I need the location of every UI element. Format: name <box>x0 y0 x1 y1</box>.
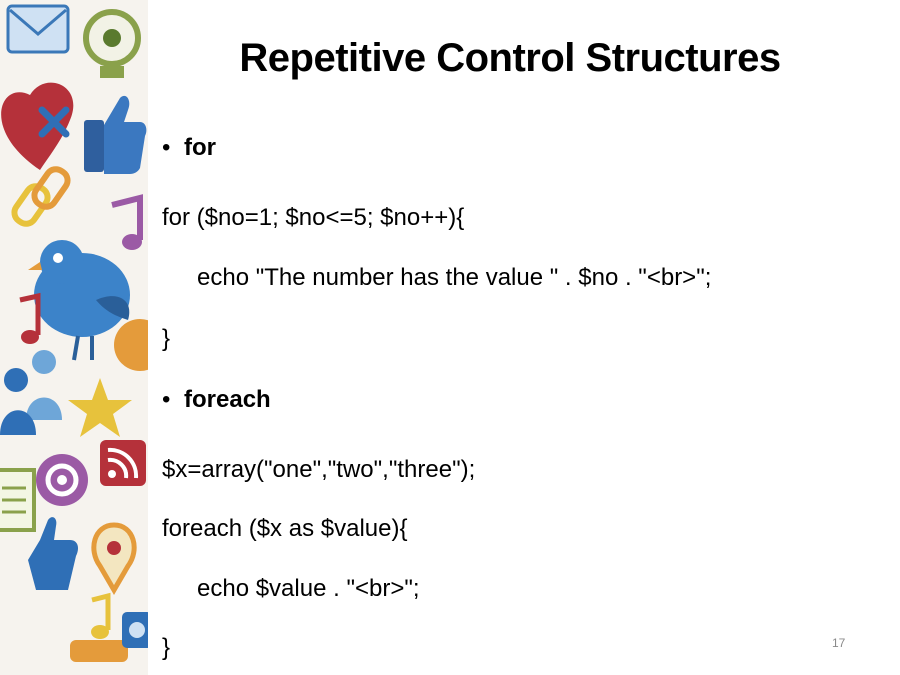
code-line: echo "The number has the value " . $no .… <box>197 264 712 291</box>
code-line: echo $value . "<br>"; <box>197 575 420 602</box>
chain-link-icon <box>11 166 71 227</box>
code-line: } <box>162 634 171 661</box>
bullet-for: • for <box>162 134 216 162</box>
music-note-icon <box>19 292 41 344</box>
music-note-icon <box>91 592 111 639</box>
music-note-icon <box>111 194 143 250</box>
location-pin-icon <box>91 522 137 595</box>
document-icon <box>0 468 36 532</box>
icon-collage <box>0 4 148 662</box>
code-line: foreach ($x as $value){ <box>162 515 408 542</box>
envelope-icon <box>6 4 70 54</box>
slide-title: Repetitive Control Structures <box>239 36 781 80</box>
page-number: 17 <box>832 636 846 650</box>
decorative-icon-strip <box>0 0 148 675</box>
bird-icon <box>28 240 130 361</box>
users-icon <box>0 350 62 435</box>
hand-cursor-icon <box>28 517 78 590</box>
bullet-for-label: for <box>184 134 216 161</box>
thumbs-up-icon <box>84 95 147 174</box>
heart-icon <box>1 82 74 170</box>
rss-icon <box>100 440 146 486</box>
code-line: $x=array("one","two","three"); <box>162 456 476 483</box>
bullet-foreach-label: foreach <box>184 386 271 413</box>
camera-icon <box>122 612 148 648</box>
orange-badge-icon <box>70 640 128 662</box>
code-line: for ($no=1; $no<=5; $no++){ <box>162 204 465 231</box>
code-line: } <box>162 325 171 352</box>
at-sign-icon <box>36 454 88 506</box>
webcam-icon <box>83 9 141 78</box>
bullet-dot: • <box>162 386 171 413</box>
bullet-dot: • <box>162 134 171 161</box>
star-icon <box>68 378 132 437</box>
bullet-foreach: • foreach <box>162 386 271 414</box>
orange-badge-icon <box>114 319 148 371</box>
